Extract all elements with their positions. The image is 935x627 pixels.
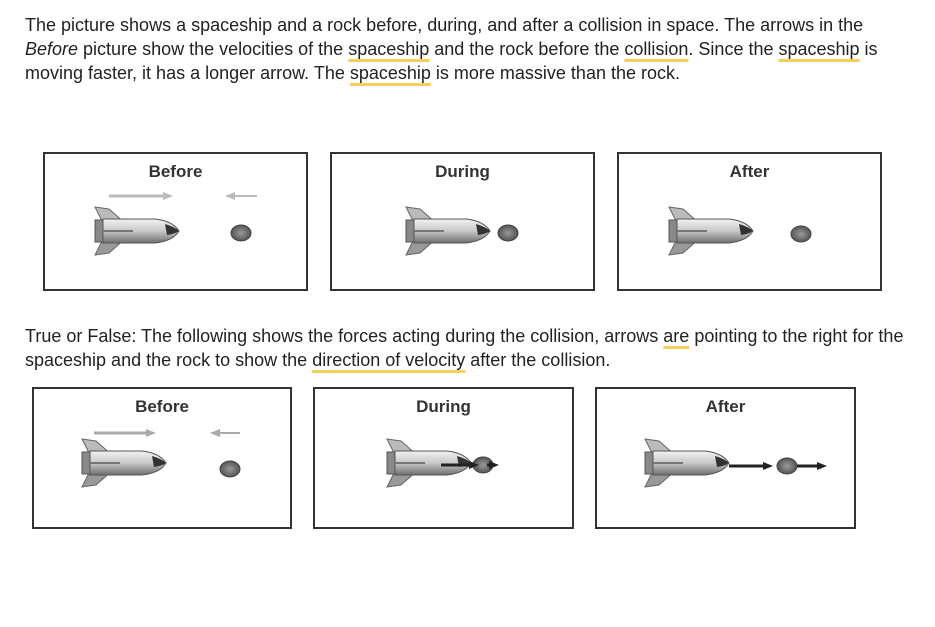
rock-velocity-arrow [210,429,240,437]
spaceship-velocity-arrow [94,429,156,437]
spellcheck-word[interactable]: spaceship [348,39,430,59]
rock-icon [497,224,519,242]
spellcheck-word[interactable]: spaceship [349,63,431,83]
collision-illustration [94,192,257,256]
collision-illustration [405,206,519,256]
panel-title: Before [135,397,189,416]
spaceship-icon [668,206,754,256]
intro-text: and the rock before the [429,39,625,59]
spellcheck-word[interactable]: spaceship [778,39,860,59]
intro-paragraph: The picture shows a spaceship and a rock… [25,13,905,85]
rock-after-arrow [797,462,827,470]
question-paragraph: True or False: The following shows the f… [25,324,905,372]
collision-illustration [644,438,827,488]
intro-text: picture show the velocities of the [78,39,349,59]
rock-icon [776,457,798,475]
rock-velocity-arrow [225,192,257,200]
force-on-spaceship-arrow [487,461,499,469]
before-italic: Before [25,39,79,59]
spellcheck-word[interactable]: collision [624,39,689,59]
intro-text: The picture shows a spaceship and a rock… [25,15,864,35]
spaceship-icon [644,438,730,488]
panel-title: Before [148,162,203,181]
rock-icon [790,225,812,243]
rock-icon [230,224,252,242]
top-panel-before: Before [43,152,308,291]
question-text: True or False: The following shows the f… [25,326,664,346]
collision-illustration [81,429,241,488]
panel-title: After [729,162,770,181]
spaceship-velocity-arrow [109,192,173,200]
spellcheck-phrase[interactable]: direction of velocity [312,350,466,370]
panel-title: After [705,397,746,416]
bottom-panel-before: Before [32,387,292,529]
spaceship-icon [386,438,472,488]
question-text: after the collision. [465,350,611,370]
panel-title: During [416,397,471,416]
collision-illustration [386,438,499,488]
intro-text: is more massive than the rock. [430,63,680,83]
intro-text: . Since the [688,39,779,59]
spaceship-icon [405,206,491,256]
top-panel-after: After [617,152,882,291]
force-on-rock-arrow [441,461,479,469]
top-panel-during: During [330,152,595,291]
collision-illustration [668,206,812,256]
spaceship-icon [94,206,180,256]
bottom-panel-during: During [313,387,574,529]
bottom-panel-after: After [595,387,856,529]
spaceship-after-arrow [729,462,773,470]
spaceship-icon [81,438,167,488]
question-text: pointing to the right for the spaceship … [25,326,904,370]
spellcheck-word[interactable]: are [663,326,690,346]
rock-icon [219,460,241,478]
panel-title: During [435,162,490,181]
intro-text: is moving faster, it has a longer arrow.… [25,39,878,83]
